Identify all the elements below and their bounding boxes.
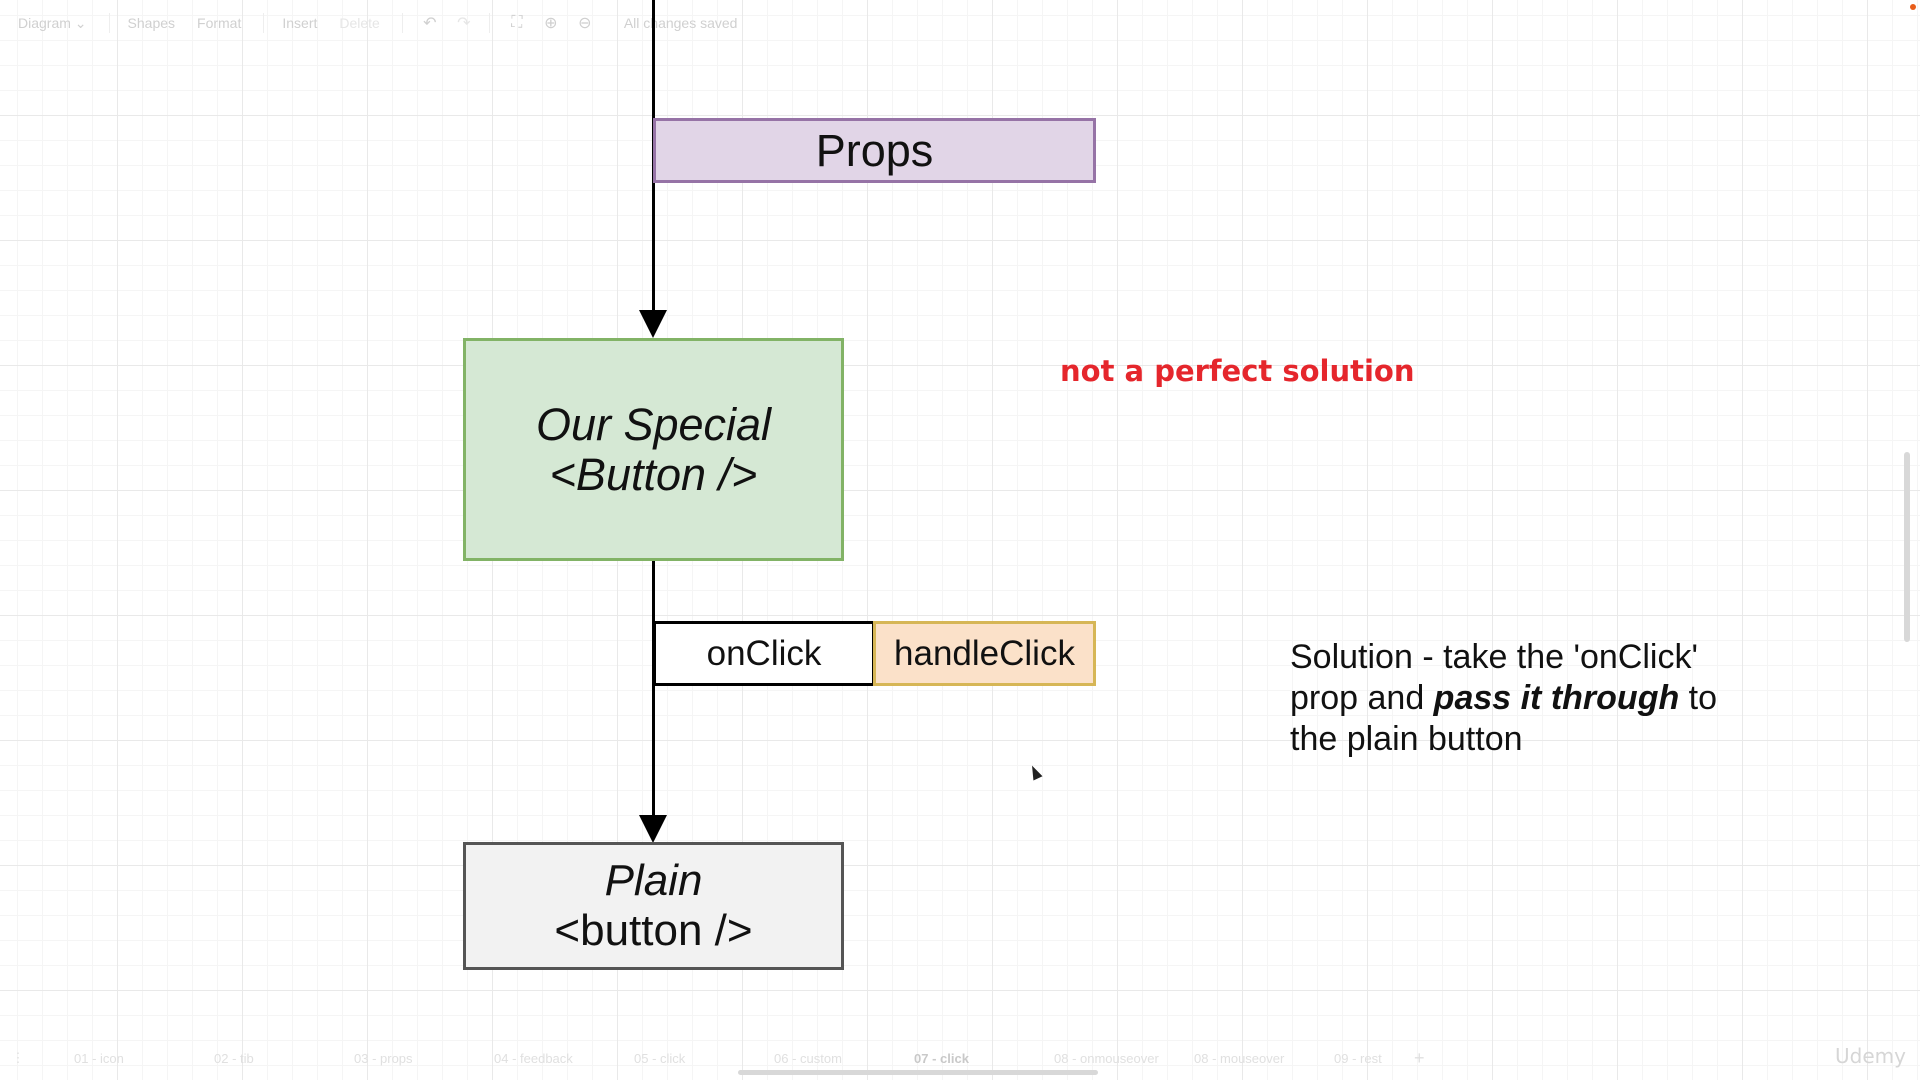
- warning-note[interactable]: not a perfect solution: [1060, 354, 1415, 388]
- page-tab[interactable]: 08 - mouseover: [1194, 1050, 1285, 1066]
- insert-button[interactable]: Insert: [282, 15, 318, 31]
- toolbar-divider: [401, 13, 403, 33]
- special-button-box[interactable]: Our Special <Button />: [463, 338, 844, 561]
- page-tab[interactable]: 08 - onmouseover: [1054, 1050, 1159, 1066]
- handleclick-label: handleClick: [894, 633, 1075, 673]
- mouse-cursor-icon: [1027, 763, 1043, 781]
- plain-button-line2: <button />: [554, 906, 753, 955]
- horizontal-scrollbar[interactable]: [738, 1070, 1098, 1075]
- save-status: All changes saved: [623, 15, 738, 31]
- udemy-logo: Udemy: [1835, 1044, 1906, 1068]
- fullscreen-icon[interactable]: ⛶: [511, 14, 523, 31]
- plain-button-line1: Plain: [604, 856, 703, 905]
- solution-note[interactable]: Solution - take the 'onClick' prop and p…: [1290, 637, 1730, 760]
- solution-text-start: Solution - take the 'onClick' prop and: [1290, 638, 1698, 717]
- format-button[interactable]: Format: [197, 15, 242, 31]
- onclick-label: onClick: [706, 633, 822, 673]
- solution-text-end: to the plain button: [1290, 679, 1718, 758]
- page-tab-active[interactable]: 07 - click: [914, 1050, 969, 1066]
- page-tab[interactable]: 06 - custom: [774, 1050, 842, 1066]
- add-page-icon[interactable]: +: [1414, 1047, 1425, 1068]
- onclick-prop-box[interactable]: onClick: [653, 621, 875, 686]
- page-tab[interactable]: 01 - icon: [74, 1050, 124, 1066]
- page-tab[interactable]: 02 - tib: [214, 1050, 254, 1066]
- zoom-out-icon[interactable]: ⊖: [578, 15, 592, 32]
- shapes-button[interactable]: Shapes: [127, 15, 176, 31]
- chevron-down-icon: ⌄: [74, 14, 87, 31]
- props-label: Props: [815, 124, 934, 176]
- pages-menu-icon[interactable]: ⋮: [11, 1050, 25, 1065]
- undo-icon[interactable]: ↶: [423, 15, 437, 32]
- delete-button[interactable]: Delete: [339, 15, 380, 31]
- page-tab[interactable]: 09 - rest: [1334, 1050, 1382, 1066]
- toolbar: Diagram ⌄ Shapes Format Insert Delete ↶ …: [18, 12, 759, 34]
- props-box[interactable]: Props: [653, 118, 1096, 183]
- page-tabs: ⋮ 01 - icon 02 - tib 03 - props 04 - fee…: [0, 1046, 1440, 1070]
- handleclick-box[interactable]: handleClick: [873, 621, 1096, 686]
- zoom-in-icon[interactable]: ⊕: [544, 15, 558, 32]
- page-tab[interactable]: 05 - click: [634, 1050, 686, 1066]
- toolbar-divider: [263, 13, 265, 33]
- special-button-line2: <Button />: [549, 448, 758, 500]
- arrowhead-to-plain-button: [639, 815, 667, 843]
- toolbar-divider: [488, 13, 490, 33]
- redo-icon[interactable]: ↷: [457, 15, 471, 32]
- special-button-line1: Our Special: [535, 398, 772, 450]
- diagram-menu[interactable]: Diagram ⌄: [18, 14, 87, 31]
- page-tab[interactable]: 04 - feedback: [494, 1050, 573, 1066]
- vertical-scrollbar[interactable]: [1904, 452, 1910, 642]
- plain-button-box[interactable]: Plain <button />: [463, 842, 844, 970]
- page-tab[interactable]: 03 - props: [354, 1050, 413, 1066]
- connector-bottom: [652, 560, 655, 817]
- solution-emphasis: pass it through: [1433, 679, 1680, 717]
- notification-dot: [1910, 4, 1916, 10]
- toolbar-divider: [108, 13, 110, 33]
- arrowhead-to-special-button: [639, 310, 667, 338]
